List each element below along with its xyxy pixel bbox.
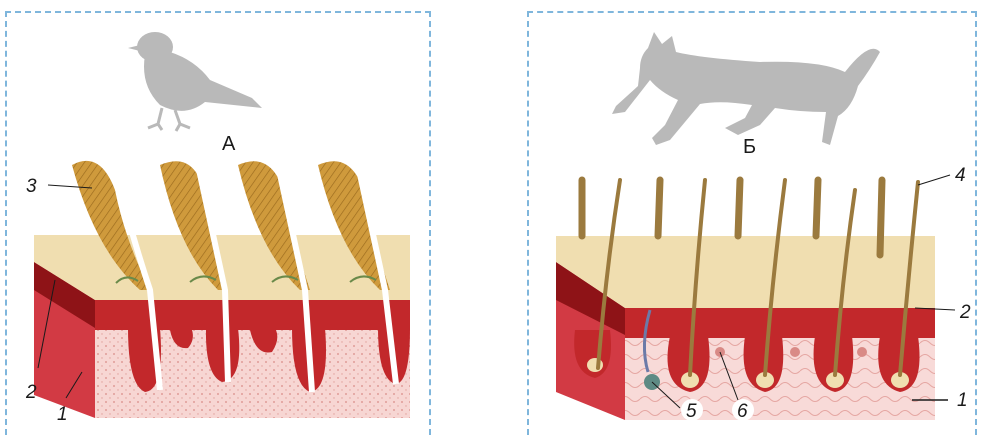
callout-4: 4 [955,165,966,186]
callout-3: 3 [26,176,37,197]
panel-a-label: А [222,133,236,155]
callout-2-b: 2 [959,302,971,323]
mammal-skin-block [556,236,935,420]
bird-silhouette-icon [128,32,262,131]
callout-2-a: 2 [25,382,37,403]
cat-silhouette-icon [612,32,880,145]
callout-1-b: 1 [957,390,968,411]
callout-5: 5 [686,401,697,422]
callout-6: 6 [737,401,748,422]
panel-b-label: Б [743,136,756,158]
callout-1-a: 1 [57,404,68,425]
